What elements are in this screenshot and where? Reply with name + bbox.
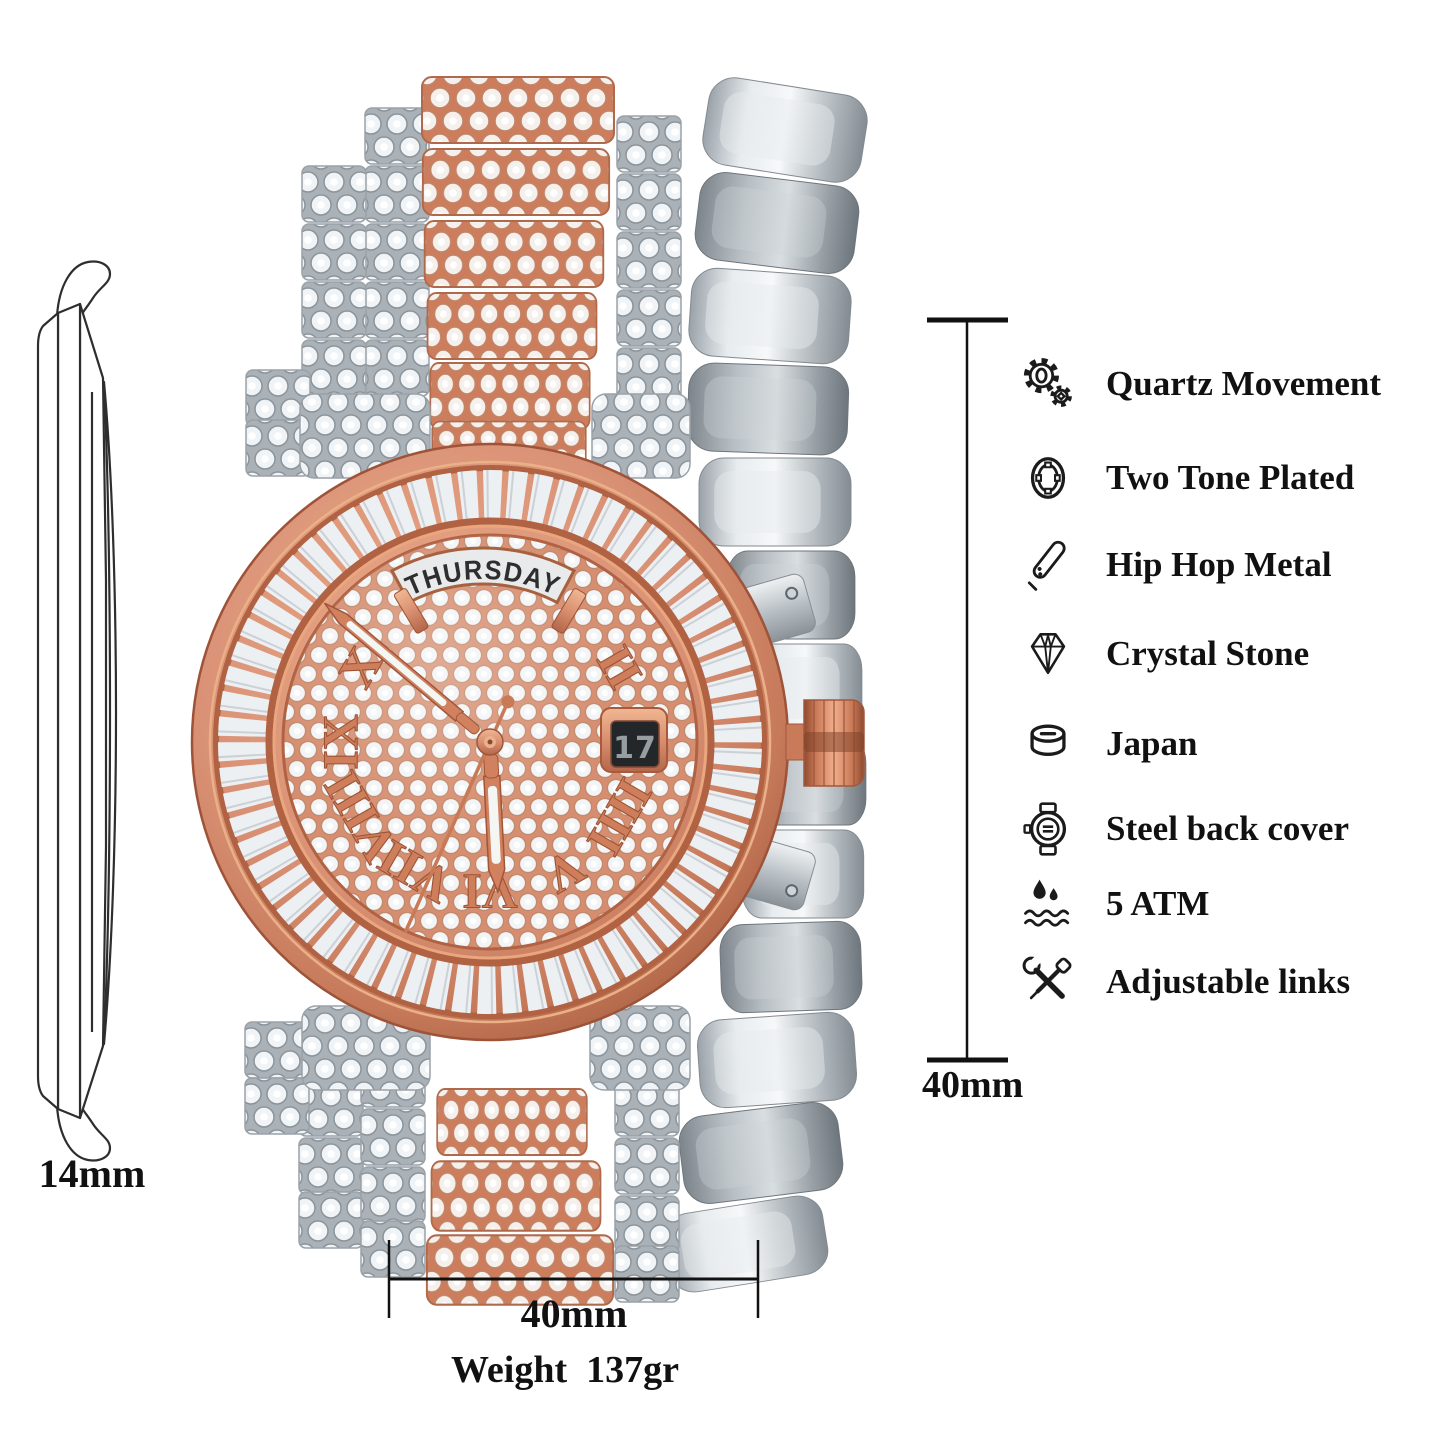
hands-hub bbox=[476, 728, 504, 756]
day-window: THURSDAY bbox=[389, 546, 577, 605]
minute-hand bbox=[323, 602, 480, 735]
hour-hand bbox=[483, 753, 506, 894]
side-caseback bbox=[36, 311, 60, 1111]
watch-crown bbox=[785, 699, 865, 787]
weight-label: Weight 137gr bbox=[451, 1349, 679, 1391]
case-height-label: 40mm bbox=[922, 1064, 1024, 1106]
feature-label: Adjustable links bbox=[1106, 962, 1351, 1001]
watch-bezel-icon bbox=[1030, 457, 1066, 499]
water-drops-icon bbox=[1024, 879, 1070, 927]
watch-side-profile-drawing bbox=[36, 260, 118, 1162]
case-shoulder-bottom-right bbox=[589, 1005, 691, 1091]
feature-steel-back-cover: Steel back cover bbox=[1018, 797, 1349, 861]
width-dimension-line bbox=[387, 1240, 760, 1318]
date-window-text: 17 bbox=[613, 731, 657, 766]
marker-pen-icon bbox=[1027, 540, 1066, 591]
watch-caseback-icon bbox=[1023, 802, 1067, 856]
feature-two-tone-plated: Two Tone Plated bbox=[1018, 446, 1354, 510]
feature-adjustable-links: Adjustable links bbox=[1018, 950, 1350, 1014]
feature-label: Hip Hop Metal bbox=[1106, 545, 1332, 584]
diamond-icon bbox=[1030, 633, 1066, 675]
baguette-bezel bbox=[218, 470, 762, 1014]
feature-label: Two Tone Plated bbox=[1106, 458, 1355, 497]
feature-quartz-movement: Quartz Movement bbox=[1018, 352, 1381, 416]
second-hand bbox=[403, 695, 515, 933]
case-width-label: 40mm bbox=[520, 1291, 628, 1336]
numeral-9: IX bbox=[312, 714, 368, 770]
side-thickness-label: 14mm bbox=[38, 1151, 146, 1196]
dimension-lines bbox=[387, 317, 1008, 1318]
feature-label: Crystal Stone bbox=[1106, 634, 1310, 673]
watch-photo: THURSDAY II IIII V VI VII VIII IX X 17 bbox=[190, 73, 872, 1306]
feature-crystal-stone: Crystal Stone bbox=[1018, 622, 1309, 686]
gears-icon bbox=[1023, 357, 1072, 407]
side-mid-band bbox=[56, 302, 82, 1120]
feature-label: 5 ATM bbox=[1106, 884, 1210, 923]
feature-hip-hop-metal: Hip Hop Metal bbox=[1018, 533, 1332, 597]
feature-label: Steel back cover bbox=[1106, 809, 1349, 848]
date-window: 17 bbox=[600, 707, 668, 773]
feature-japan: Japan bbox=[1018, 712, 1197, 776]
battery-cell-icon bbox=[1030, 724, 1066, 756]
feature-label: Quartz Movement bbox=[1106, 364, 1382, 403]
height-dimension-line bbox=[927, 317, 1008, 1063]
feature-label: Japan bbox=[1106, 724, 1198, 763]
feature-5-atm: 5 ATM bbox=[1018, 872, 1209, 936]
case-shoulder-top-right bbox=[591, 393, 691, 479]
watch-dial: THURSDAY II IIII V VI VII VIII IX X 17 bbox=[281, 533, 699, 951]
wrench-screwdriver-icon bbox=[1022, 952, 1072, 1000]
